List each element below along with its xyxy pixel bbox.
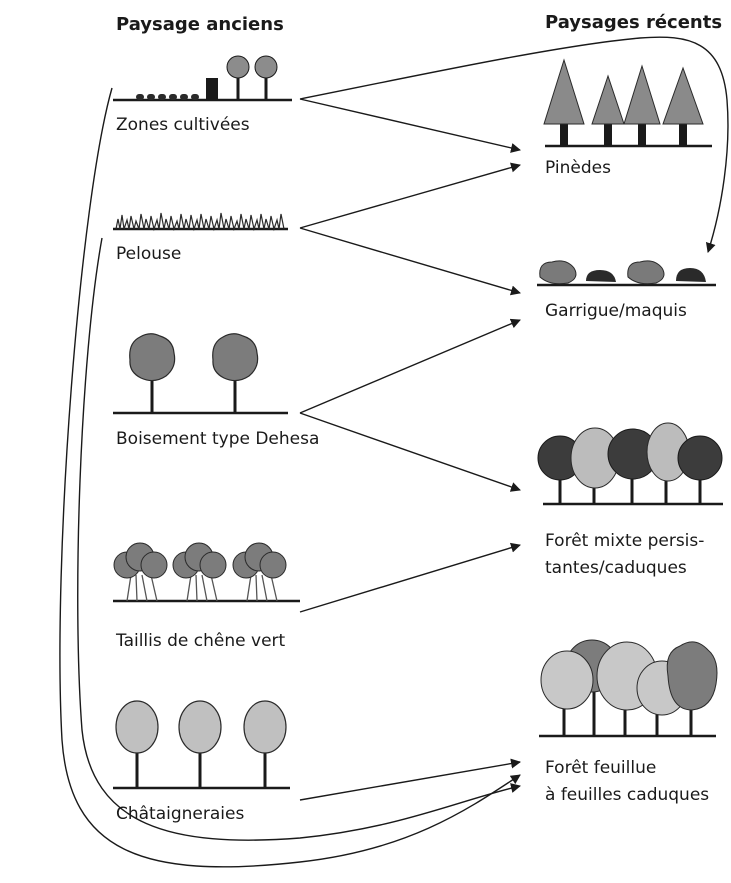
chataigneraies-illustration bbox=[113, 700, 290, 790]
zones-cultivees-illustration bbox=[113, 55, 292, 102]
arrow-pelouse-to-garrigue bbox=[299, 227, 521, 296]
label-zones-cultivees: Zones cultivées bbox=[116, 115, 250, 135]
arrow-dehesa-to-garrigue bbox=[299, 318, 521, 414]
pelouse-illustration bbox=[113, 212, 288, 232]
dehesa-illustration bbox=[113, 333, 288, 415]
arrow-dehesa-to-mixte bbox=[299, 412, 521, 492]
label-taillis-chene-vert: Taillis de chêne vert bbox=[116, 631, 286, 651]
label-garrigue-maquis: Garrigue/maquis bbox=[545, 301, 687, 321]
label-boisement-dehesa: Boisement type Dehesa bbox=[116, 429, 320, 449]
label-pinedes: Pinèdes bbox=[545, 158, 611, 178]
label-foret-feuillue-line2: à feuilles caduques bbox=[545, 785, 710, 805]
label-foret-mixte-line1: Forêt mixte persis- bbox=[545, 531, 705, 551]
arrow-chataigneraies-to-feuillue bbox=[299, 758, 521, 801]
header-recent-landscapes: Paysages récents bbox=[545, 12, 723, 33]
label-pelouse: Pelouse bbox=[116, 244, 182, 264]
foret-mixte-illustration bbox=[537, 422, 723, 506]
arrow-zones-to-feuillue bbox=[59, 87, 521, 868]
header-ancient-landscapes: Paysage anciens bbox=[116, 14, 284, 35]
arrow-zones-to-garrigue bbox=[299, 36, 729, 253]
arrow-zones-to-pinedes bbox=[299, 98, 521, 153]
foret-feuillue-illustration bbox=[539, 639, 718, 738]
taillis-illustration bbox=[113, 542, 300, 603]
label-chataigneraies: Châtaigneraies bbox=[116, 804, 245, 824]
arrow-taillis-to-mixte bbox=[299, 542, 521, 613]
label-foret-feuillue-line1: Forêt feuillue bbox=[545, 758, 657, 778]
arrow-pelouse-to-feuillue bbox=[77, 237, 521, 841]
arrow-pelouse-to-pinedes bbox=[299, 162, 521, 229]
garrigue-illustration bbox=[537, 260, 716, 287]
pinedes-illustration bbox=[543, 58, 712, 148]
label-foret-mixte-line2: tantes/caduques bbox=[545, 558, 687, 578]
